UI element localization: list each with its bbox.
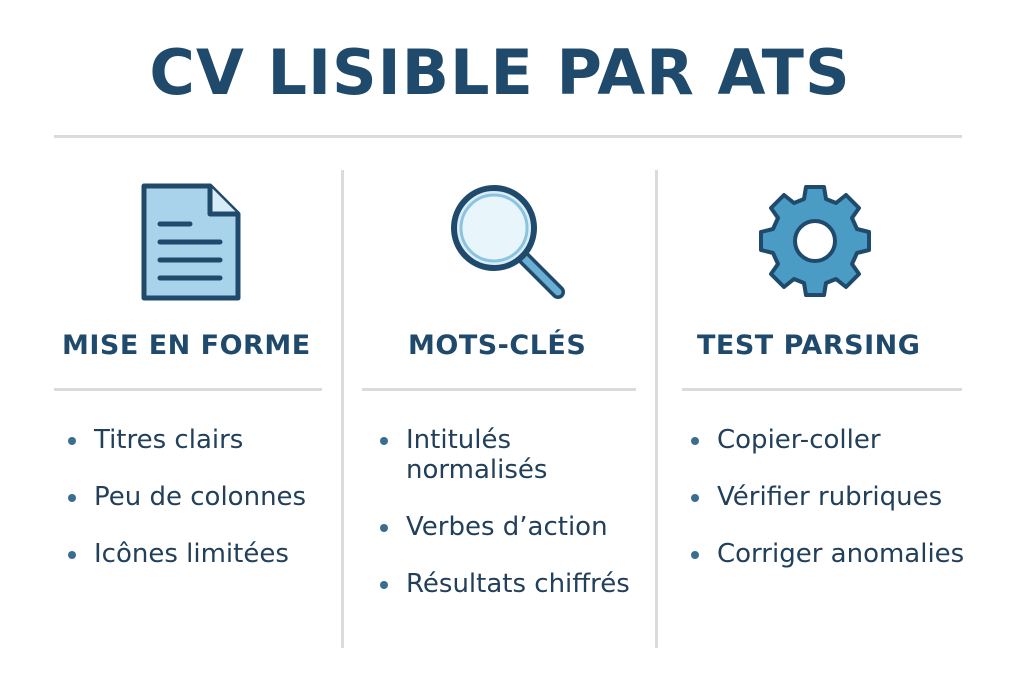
list-item: Verbes d’action	[372, 512, 672, 542]
list-item: Intitulés normalisés	[372, 425, 566, 485]
heading-divider	[362, 388, 636, 391]
magnifier-icon	[451, 185, 565, 299]
column-divider-1	[341, 170, 344, 648]
list-item: Résultats chiffrés	[372, 569, 672, 599]
column-heading: TEST PARSING	[697, 330, 921, 361]
list-item: Copier-coller	[683, 425, 964, 455]
heading-divider	[682, 388, 962, 391]
column-heading: MOTS-CLÉS	[408, 330, 587, 361]
document-icon	[141, 183, 241, 301]
heading-divider	[54, 388, 322, 391]
list-item: Corriger anomalies	[683, 539, 964, 569]
column-heading: MISE EN FORME	[62, 330, 311, 361]
column-divider-2	[655, 170, 658, 648]
list-item: Vérifier rubriques	[683, 482, 964, 512]
bullet-list: Copier-coller Vérifier rubriques Corrige…	[683, 425, 964, 596]
page-title: CV LISIBLE PAR ATS	[149, 36, 851, 109]
list-item: Peu de colonnes	[60, 482, 306, 512]
list-item: Icônes limitées	[60, 539, 306, 569]
title-divider	[54, 135, 962, 138]
bullet-list: Titres clairs Peu de colonnes Icônes lim…	[60, 425, 306, 596]
gear-icon	[759, 185, 871, 297]
list-item: Titres clairs	[60, 425, 306, 455]
bullet-list: Intitulés normalisés Verbes d’action Rés…	[372, 425, 672, 626]
